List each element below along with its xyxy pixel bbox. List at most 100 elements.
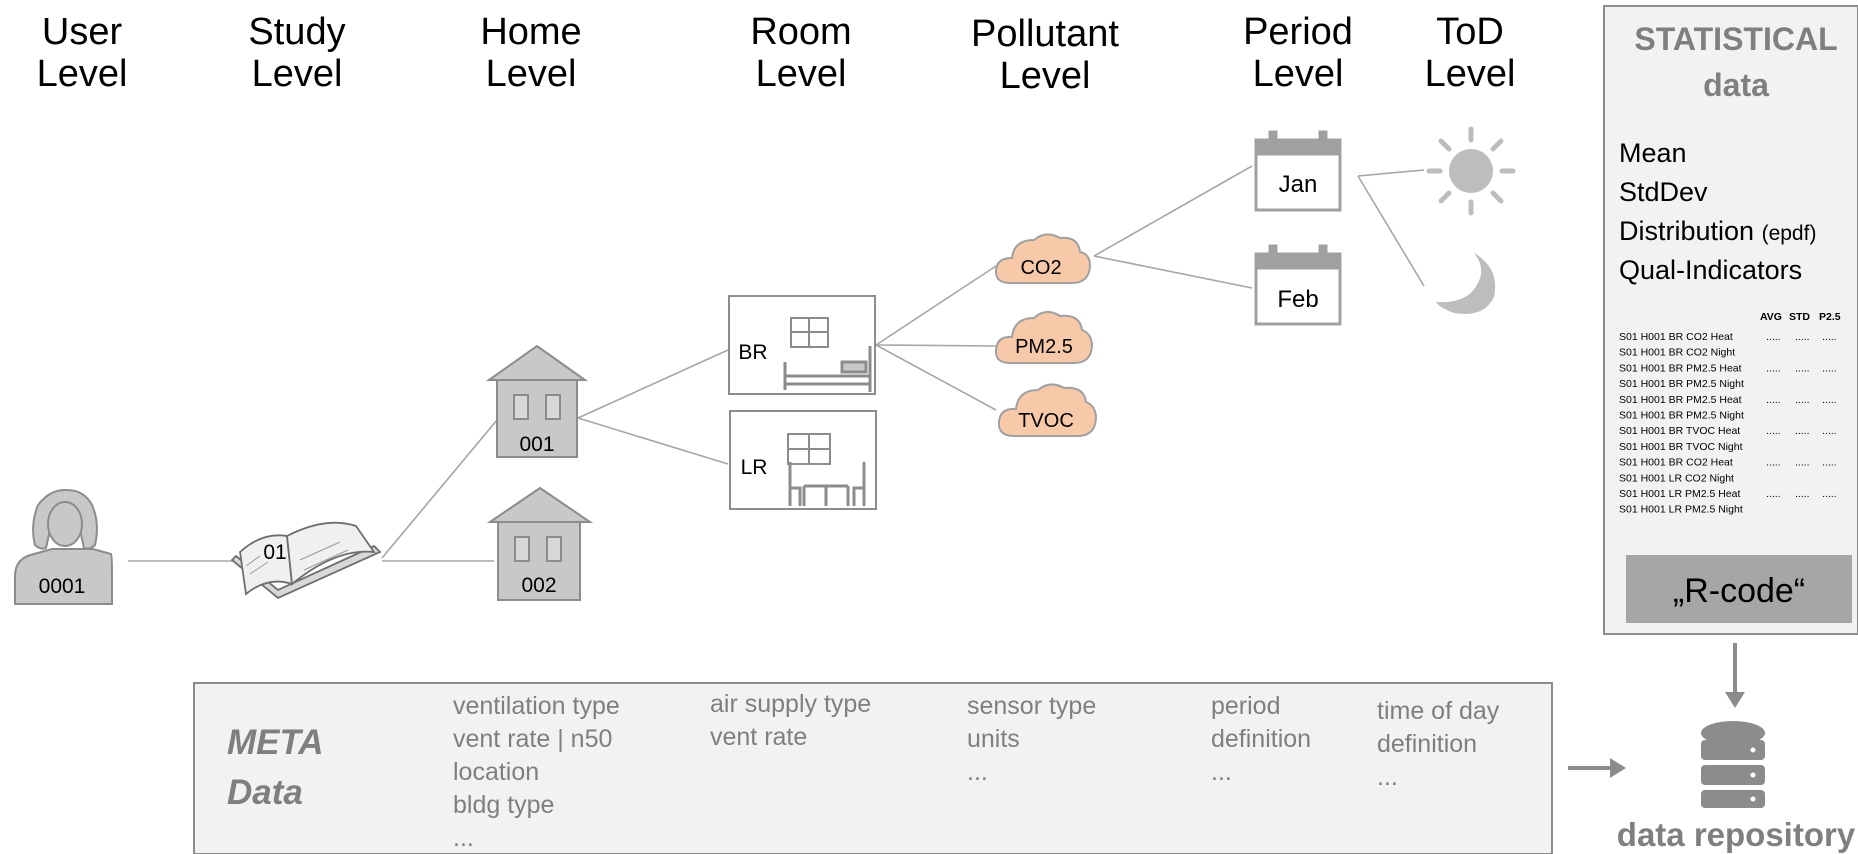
connector-br-co2 [875,265,997,346]
cloud-icon [994,233,1092,284]
period-jan: Jan [1254,130,1342,212]
meta-column-item: air supply type [710,690,871,718]
home-001: 001 [485,344,589,458]
stat-table-cell: ..... [1766,394,1781,406]
stat-title-line2: data [1703,67,1769,103]
stat-table-cell: ..... [1822,394,1837,406]
stat-table-cell: ..... [1795,488,1810,500]
meta-column-item: location [453,758,539,786]
user-id-label: 0001 [39,575,86,598]
meta-column-item: ... [1211,758,1232,786]
stat-table-row-label: S01 H001 BR PM2.5 Night [1619,410,1744,422]
meta-column-item: period [1211,692,1281,720]
stat-table-cell: ..... [1766,331,1781,343]
user-node: 0001 [14,488,113,605]
stat-table-row-label: S01 H001 BR TVOC Night [1619,441,1743,453]
connector-co2-jan [1093,165,1253,257]
repository-label: data repository [1617,816,1856,853]
connector-co2-feb [1093,255,1253,289]
home-002: 002 [486,486,594,601]
room-label: LR [741,456,768,479]
database-icon [1701,721,1765,808]
user-icon [14,488,113,605]
study-id-label: 01 [263,541,286,564]
stat-table-header-avg: AVG [1760,311,1782,323]
pollutant-co2: CO2 [994,233,1092,284]
study-node: 01 [230,521,382,600]
house-icon [486,486,594,601]
stat-table-cell: ..... [1795,394,1810,406]
window-icon [787,433,831,465]
sun-icon [1426,126,1516,216]
meta-title-line2: Data [227,773,303,812]
connector-home001-lr [577,417,729,465]
rcode-box [1626,555,1852,623]
meta-column-item: definition [1211,725,1311,753]
stat-table-cell: ..... [1766,457,1781,469]
period-label: Feb [1277,286,1318,313]
bed-icon [783,346,872,392]
meta-column-item: time of day [1377,697,1500,725]
meta-column-item: ... [967,758,988,786]
cloud-icon [994,311,1094,364]
cloud-icon [997,383,1098,437]
meta-column-item: vent rate | n50 [453,725,612,753]
room-lr: LR [729,410,877,510]
stat-table-cell: ..... [1822,457,1837,469]
period-label: Jan [1279,171,1318,198]
stat-table-cell: ..... [1822,331,1837,343]
calendar-icon [1254,130,1342,212]
window-icon [790,317,829,348]
stat-table-header-std: STD [1789,311,1810,323]
stat-table-cell: ..... [1766,488,1781,500]
stat-table-row-label: S01 H001 LR PM2.5 Heat [1619,488,1740,500]
meta-column-item: vent rate [710,723,807,751]
meta-title-line1: META [227,723,324,762]
meta-panel-box [193,682,1553,854]
room-label: BR [738,341,767,364]
stat-title-line1: STATISTICAL [1634,21,1837,57]
pollutant-label: CO2 [1020,257,1061,279]
stat-item-mean: Mean [1619,138,1687,168]
table-chairs-icon [788,462,866,506]
room-br: BR [728,295,876,395]
home-id-label: 001 [519,433,554,456]
connector-home001-br [577,349,729,419]
arrow-meta-to-repo [1568,758,1626,778]
rcode-label: „R-code“ [1673,572,1805,610]
stat-table-row-label: S01 H001 BR PM2.5 Heat [1619,394,1742,406]
stat-table-row-label: S01 H001 BR PM2.5 Night [1619,378,1744,390]
calendar-icon [1254,244,1342,326]
stat-table-row-label: S01 H001 BR TVOC Heat [1619,425,1740,437]
pollutant-pm25: PM2.5 [994,311,1094,364]
pollutant-tvoc: TVOC [997,383,1098,437]
stat-table-rows: S01 H001 BR CO2 Heat...............S01 H… [1619,331,1837,516]
connector-jan-moon [1357,175,1425,287]
arrow-stat-to-repo [1725,643,1745,708]
stat-table-cell: ..... [1822,425,1837,437]
pollutant-label: TVOC [1018,410,1074,432]
stat-table-cell: ..... [1795,331,1810,343]
house-icon [485,344,589,458]
connector-study-home001 [381,419,498,559]
meta-column-item: ventilation type [453,692,620,720]
meta-column-item: units [967,725,1020,753]
stat-item-distribution: Distribution (epdf) [1619,216,1816,246]
stat-item-stddev: StdDev [1619,177,1708,207]
stat-table-cell: ..... [1766,362,1781,374]
stat-table: AVG STD P2.5 S01 H001 BR CO2 Heat.......… [1619,311,1841,516]
stat-table-row-label: S01 H001 BR CO2 Night [1619,347,1735,359]
home-id-label: 002 [521,574,556,597]
connector-jan-sun [1357,169,1425,177]
stat-table-cell: ..... [1822,362,1837,374]
book-icon [230,521,382,600]
